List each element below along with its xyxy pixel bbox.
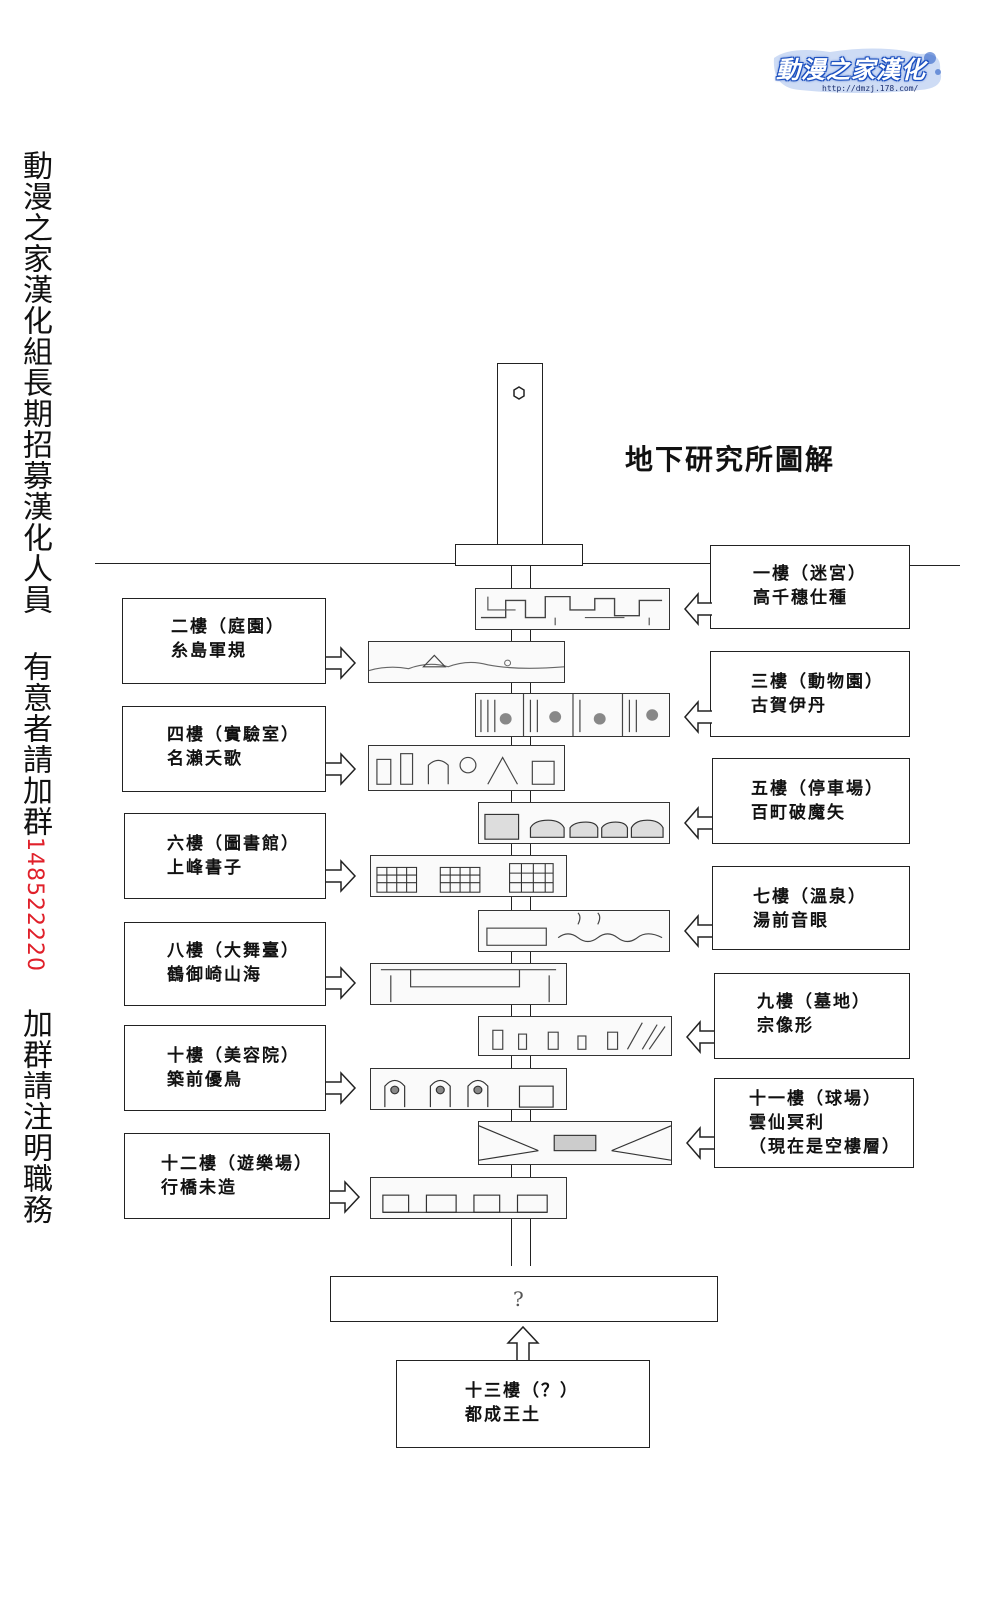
floor-4-laboratory	[368, 745, 565, 791]
watermark-logo: 動漫之家漢化 http://dmzj.178.com/	[770, 44, 945, 106]
diagram-title: 地下研究所圖解	[625, 443, 836, 476]
recruitment-text-after: 加群請注明職務	[17, 971, 52, 1225]
floor-7-guardian: 湯前音眼	[753, 911, 829, 931]
floor-4-guardian: 名瀨夭歌	[167, 749, 243, 769]
arrow-right-icon	[326, 1071, 357, 1105]
arrow-up-icon	[506, 1325, 540, 1360]
arrow-right-icon	[326, 966, 357, 1000]
floor-9-guardian: 宗像形	[757, 1016, 814, 1036]
floor-11-stadium	[478, 1121, 672, 1165]
floor-2-guardian: 糸島軍規	[171, 641, 247, 661]
ink-splash-icon	[773, 48, 942, 93]
floor-4-title: 四樓（實驗室）	[167, 725, 300, 745]
label-floor-13: 十三樓（？） 都成王土	[396, 1360, 650, 1448]
label-floor-6: 六樓（圖書館） 上峰書子	[124, 813, 326, 899]
ground-line-left	[95, 563, 455, 564]
recruitment-qq-number: 148522220	[22, 837, 47, 972]
label-floor-10: 十樓（美容院） 築前優鳥	[124, 1025, 326, 1111]
floor-8-grand-stage	[370, 963, 567, 1005]
arrow-left-icon	[686, 1125, 714, 1161]
floor-5-title: 五樓（停車場）	[751, 779, 884, 799]
arrow-right-icon	[326, 859, 357, 893]
ground-line-far-right	[908, 565, 960, 566]
floor-13-guardian: 都成王土	[465, 1405, 541, 1425]
floor-13-unknown: ?	[330, 1276, 718, 1322]
watermark-logo-text: 動漫之家漢化	[776, 56, 926, 84]
floor-6-guardian: 上峰書子	[167, 858, 243, 878]
label-floor-9: 九樓（墓地） 宗像形	[714, 973, 910, 1059]
label-floor-5: 五樓（停車場） 百町破魔矢	[712, 758, 910, 844]
floor-7-hot-spring	[478, 910, 670, 952]
floor-13-title: 十三樓（？）	[465, 1381, 579, 1401]
floor-2-garden	[368, 641, 565, 683]
floor-7-title: 七樓（溫泉）	[753, 887, 867, 907]
unknown-floor-label: ?	[513, 1287, 524, 1311]
floor-12-amusement-park	[370, 1177, 567, 1219]
floor-11-guardian: 雲仙冥利	[749, 1113, 825, 1133]
floor-2-title: 二樓（庭園）	[171, 617, 285, 637]
floor-9-title: 九樓（墓地）	[757, 992, 871, 1012]
label-floor-7: 七樓（溫泉） 湯前音眼	[712, 866, 910, 950]
floor-10-beauty-salon	[370, 1068, 567, 1110]
floor-9-graveyard	[478, 1016, 672, 1056]
arrow-left-icon	[684, 805, 712, 841]
label-floor-12: 十二樓（遊樂場） 行橋未造	[124, 1133, 330, 1219]
label-floor-11: 十一樓（球場） 雲仙冥利 （現在是空樓層）	[714, 1078, 914, 1168]
floor-5-parking	[478, 802, 670, 844]
recruitment-text: 動漫之家漢化組長期招募漢化人員 有意者請加群	[17, 150, 52, 837]
floor-6-title: 六樓（圖書館）	[167, 834, 300, 854]
ground-line-right	[582, 563, 712, 564]
label-floor-1: 一樓（迷宮） 高千穗仕種	[710, 545, 910, 629]
recruitment-notice: 動漫之家漢化組長期招募漢化人員 有意者請加群148522220 加群請注明職務	[10, 150, 52, 1225]
label-floor-4: 四樓（實驗室） 名瀨夭歌	[122, 706, 326, 792]
floor-8-title: 八樓（大舞臺）	[167, 941, 300, 961]
floor-5-guardian: 百町破魔矢	[751, 803, 846, 823]
label-floor-2: 二樓（庭園） 糸島軍規	[122, 598, 326, 684]
arrow-right-icon	[326, 646, 357, 680]
floor-12-guardian: 行橋未造	[161, 1178, 237, 1198]
arrow-left-icon	[686, 1019, 714, 1055]
floor-6-library	[370, 855, 567, 897]
floor-3-title: 三樓（動物園）	[751, 672, 884, 692]
arrow-right-icon	[330, 1180, 361, 1214]
floor-10-title: 十樓（美容院）	[167, 1046, 300, 1066]
tower-base	[455, 544, 583, 566]
floor-3-zoo	[475, 693, 670, 737]
label-floor-8: 八樓（大舞臺） 鶴御崎山海	[124, 922, 326, 1006]
floor-1-maze	[475, 588, 670, 630]
tower-emblem-icon	[513, 386, 525, 400]
watermark-url: http://dmzj.178.com/	[822, 84, 919, 93]
arrow-left-icon	[684, 699, 712, 735]
floor-8-guardian: 鶴御崎山海	[167, 965, 262, 985]
floor-11-title: 十一樓（球場）	[749, 1089, 882, 1109]
floor-1-title: 一樓（迷宮）	[753, 564, 867, 584]
floor-11-note: （現在是空樓層）	[749, 1137, 901, 1157]
surface-tower	[497, 363, 543, 545]
floor-1-guardian: 高千穗仕種	[753, 588, 848, 608]
label-floor-3: 三樓（動物園） 古賀伊丹	[710, 651, 910, 737]
floor-3-guardian: 古賀伊丹	[751, 696, 827, 716]
floor-10-guardian: 築前優鳥	[167, 1070, 243, 1090]
arrow-right-icon	[326, 752, 357, 786]
arrow-left-icon	[684, 591, 712, 627]
arrow-left-icon	[684, 913, 712, 949]
floor-12-title: 十二樓（遊樂場）	[161, 1154, 313, 1174]
